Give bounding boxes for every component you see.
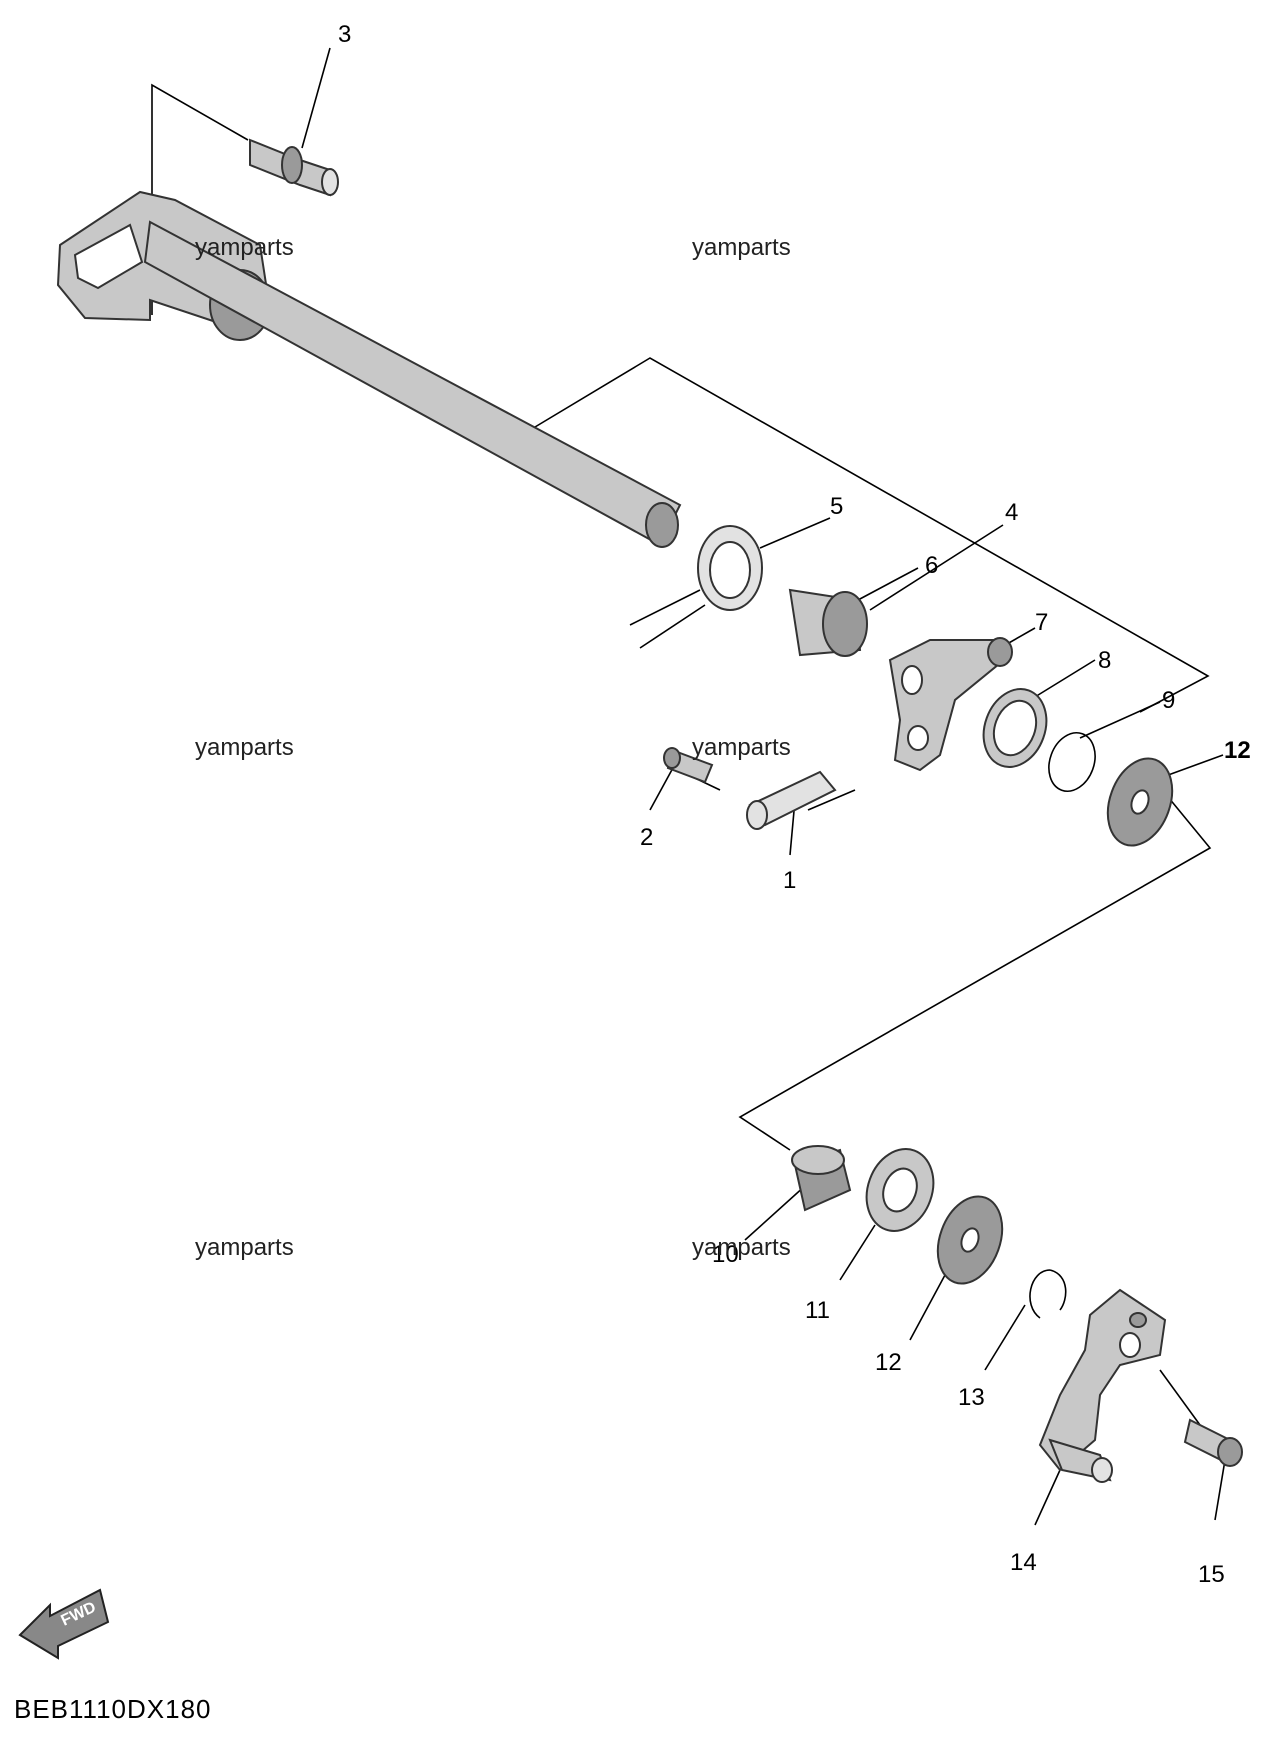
callout-8: 8 (1098, 647, 1111, 674)
watermark-text: yamparts (692, 1234, 791, 1261)
part-6-collar (788, 588, 868, 657)
callout-9: 9 (1162, 687, 1175, 714)
callout-5: 5 (830, 493, 843, 520)
callout-4: 4 (1005, 499, 1018, 526)
fwd-arrow-icon: FWD (18, 1588, 110, 1660)
part-12-washer-lower (936, 1195, 1004, 1285)
callout-3: 3 (338, 21, 351, 48)
part-15-bolt (1183, 1418, 1243, 1467)
callout-6: 6 (925, 552, 938, 579)
callout-1: 1 (783, 867, 796, 894)
watermark-text: yamparts (195, 1234, 294, 1261)
part-10-bearing (791, 1145, 852, 1212)
part-14-arm (1038, 1288, 1167, 1483)
part-5-spring (629, 525, 763, 649)
callout-7: 7 (1035, 609, 1048, 636)
part-13-circlip (1029, 1269, 1067, 1319)
callout-10: 10 (712, 1241, 739, 1268)
callout-14: 14 (1010, 1549, 1037, 1576)
part-9-circlip (1048, 732, 1096, 792)
callout-11: 11 (805, 1297, 830, 1324)
watermarks: yamparts yamparts yamparts yamparts yamp… (195, 234, 791, 1261)
watermark-text: yamparts (692, 734, 791, 761)
callout-labels: 3 5 4 6 7 8 9 12 2 1 10 11 12 13 14 15 (338, 21, 1251, 1588)
shift-shaft-assembly (56, 190, 682, 548)
callout-15: 15 (1198, 1561, 1225, 1588)
part-7-lever (888, 637, 1013, 772)
callout-13: 13 (958, 1384, 985, 1411)
diagram-code: BEB1110DX180 (14, 1694, 212, 1724)
callout-12-upper: 12 (1224, 737, 1251, 764)
callout-12-lower: 12 (875, 1349, 902, 1376)
callout-2: 2 (640, 824, 653, 851)
part-3-pin (249, 138, 339, 197)
watermark-text: yamparts (692, 234, 791, 261)
watermark-text: yamparts (195, 734, 294, 761)
part-8-washer (982, 688, 1048, 768)
part-12-washer-upper (1106, 757, 1174, 847)
watermark-text: yamparts (195, 234, 294, 261)
part-2-bolt (663, 747, 714, 784)
part-11-seal (865, 1148, 935, 1232)
part-1-spring (746, 770, 837, 830)
